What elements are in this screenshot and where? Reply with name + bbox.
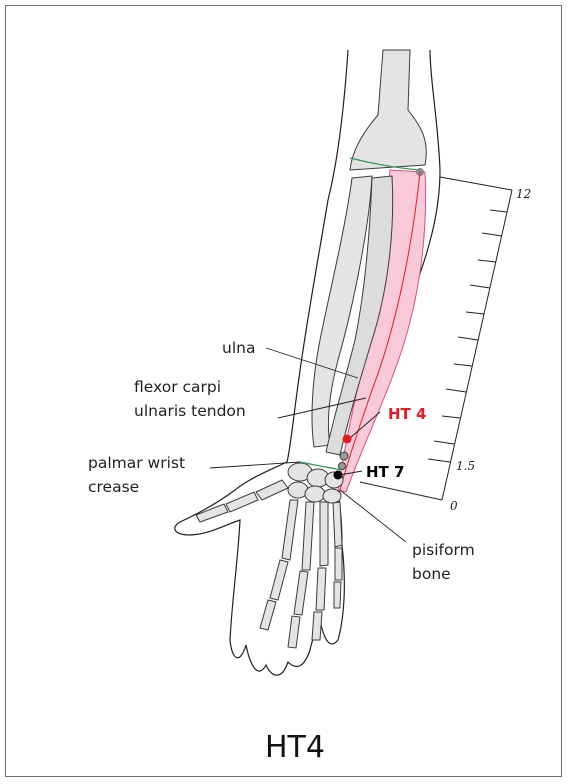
label-point-ht7: HT 7 [366, 463, 404, 481]
label-pisiform-line2: bone [412, 565, 451, 583]
label-ulna: ulna [222, 339, 255, 357]
acupoint-ht7 [334, 471, 343, 480]
label-fcu-line2: ulnaris tendon [134, 402, 246, 420]
label-point-ht4: HT 4 [388, 405, 426, 423]
label-crease-line1: palmar wrist [88, 454, 185, 472]
figure-title: HT4 [265, 730, 325, 765]
scale-tick-mid: 1.5 [456, 459, 475, 473]
scale-tick-bottom: 0 [450, 499, 458, 513]
label-pisiform-line1: pisiform [412, 541, 475, 559]
scale-tick-top: 12 [516, 187, 531, 201]
acupoint-ht4 [343, 435, 352, 444]
label-fcu-line1: flexor carpi [134, 378, 221, 396]
label-crease-line2: crease [88, 478, 139, 496]
